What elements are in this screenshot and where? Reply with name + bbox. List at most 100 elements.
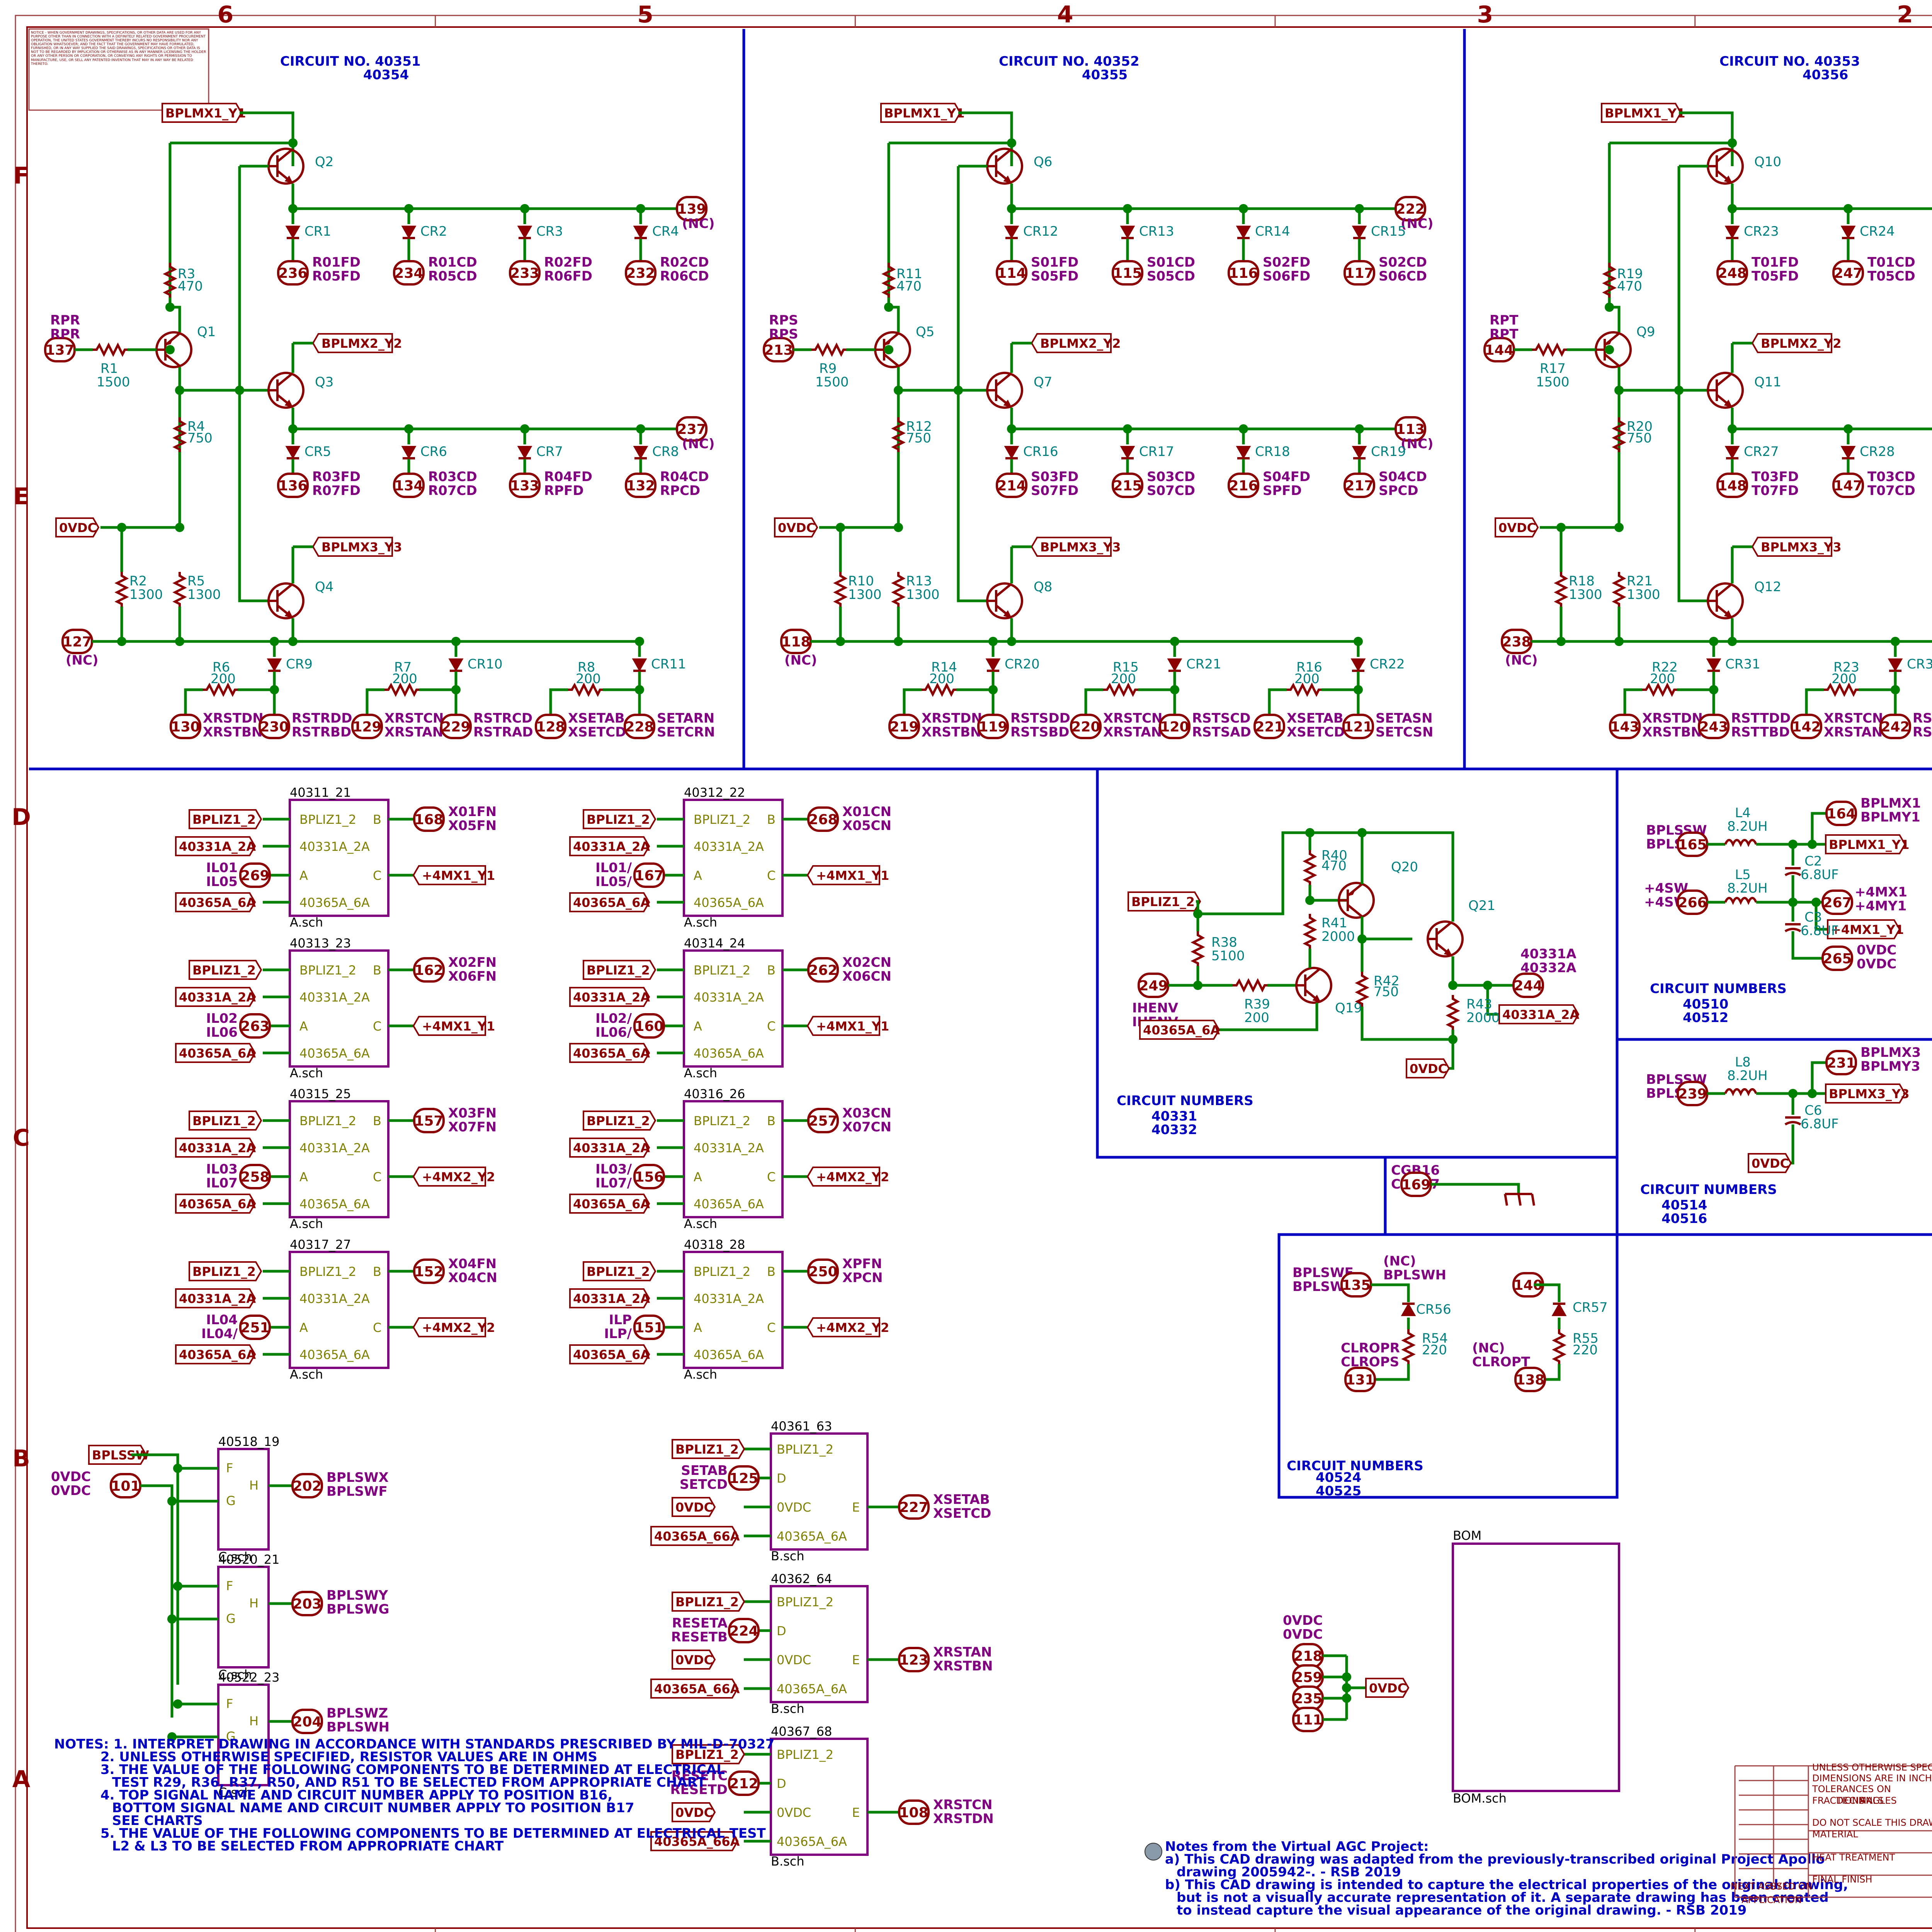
connector-pin[interactable]: 117 <box>1344 260 1375 286</box>
connector-pin[interactable]: 144 <box>1483 337 1515 362</box>
connector-pin[interactable]: 268 <box>807 806 839 832</box>
connector-pin[interactable]: 229 <box>440 714 472 739</box>
hierarchical-sheet[interactable]: 40362_64B.schBPLIZ1_2D0VDC40365A_6AE224R… <box>671 1571 993 1716</box>
connector-pin[interactable]: 243 <box>1698 714 1730 739</box>
connector-pin[interactable]: 142 <box>1791 714 1822 739</box>
connector-pin[interactable]: 216 <box>1228 473 1259 498</box>
connector-pin[interactable]: 230 <box>259 714 290 739</box>
connector-pin[interactable]: 218 <box>1292 1643 1324 1668</box>
connector-pin[interactable]: 147 <box>1832 473 1864 498</box>
connector-pin[interactable]: 250 <box>807 1259 839 1284</box>
connector-pin[interactable]: 239 <box>1677 1081 1708 1106</box>
connector-pin[interactable]: 123 <box>898 1647 930 1672</box>
connector-pin[interactable]: 237 <box>676 416 707 442</box>
hierarchical-sheet[interactable]: 40317_27A.schBPLIZ1_240331A_2A40365A_6AB… <box>175 1237 497 1382</box>
connector-pin[interactable]: 134 <box>393 473 425 498</box>
connector-pin[interactable]: 220 <box>1070 714 1102 739</box>
connector-pin[interactable]: 118 <box>780 629 812 654</box>
connector-pin[interactable]: 130 <box>170 714 201 739</box>
connector-pin[interactable]: 156 <box>633 1164 665 1189</box>
connector-pin[interactable]: 222 <box>1395 196 1426 221</box>
hierarchical-sheet[interactable]: 40311_21A.schBPLIZ1_240331A_2A40365A_6AB… <box>175 785 497 930</box>
connector-pin[interactable]: 129 <box>351 714 383 739</box>
connector-pin[interactable]: 125 <box>728 1465 760 1491</box>
connector-pin[interactable]: 169 <box>1400 1172 1432 1197</box>
connector-pin[interactable]: 114 <box>996 260 1027 286</box>
connector-pin[interactable]: 120 <box>1159 714 1190 739</box>
connector-pin[interactable]: 235 <box>1292 1685 1324 1711</box>
connector-pin[interactable]: 212 <box>728 1770 760 1796</box>
connector-pin[interactable]: 233 <box>509 260 541 286</box>
connector-pin[interactable]: 132 <box>625 473 656 498</box>
connector-pin[interactable]: 242 <box>1879 714 1911 739</box>
connector-pin[interactable]: 131 <box>1344 1367 1376 1392</box>
connector-pin[interactable]: 202 <box>291 1473 323 1498</box>
connector-pin[interactable]: 108 <box>898 1799 930 1825</box>
connector-pin[interactable]: 135 <box>1340 1272 1372 1298</box>
connector-pin[interactable]: 227 <box>898 1494 930 1520</box>
connector-pin[interactable]: 113 <box>1395 416 1426 442</box>
connector-pin[interactable]: 215 <box>1112 473 1143 498</box>
connector-pin[interactable]: 140 <box>1512 1272 1544 1298</box>
hierarchical-sheet[interactable]: 40318_28A.schBPLIZ1_240331A_2A40365A_6AB… <box>569 1237 889 1382</box>
connector-pin[interactable]: 157 <box>413 1108 445 1133</box>
connector-pin[interactable]: 111 <box>1292 1707 1324 1732</box>
connector-pin[interactable]: 152 <box>413 1259 445 1284</box>
connector-pin[interactable]: 101 <box>110 1473 141 1498</box>
hierarchical-sheet[interactable]: 40312_22A.schBPLIZ1_240331A_2A40365A_6AB… <box>569 785 891 930</box>
connector-pin[interactable]: 257 <box>807 1108 839 1133</box>
connector-pin[interactable]: 127 <box>61 629 93 654</box>
connector-pin[interactable]: 164 <box>1825 801 1857 826</box>
connector-pin[interactable]: 258 <box>239 1164 271 1189</box>
connector-pin[interactable]: 266 <box>1677 889 1708 915</box>
connector-pin[interactable]: 168 <box>413 806 445 832</box>
connector-pin[interactable]: 143 <box>1609 714 1641 739</box>
connector-pin[interactable]: 217 <box>1344 473 1375 498</box>
connector-pin[interactable]: 228 <box>624 714 655 739</box>
connector-pin[interactable]: 259 <box>1292 1664 1324 1690</box>
connector-pin[interactable]: 262 <box>807 957 839 983</box>
hierarchical-sheet[interactable]: 40314_24A.schBPLIZ1_240331A_2A40365A_6AB… <box>569 936 891 1080</box>
connector-pin[interactable]: 265 <box>1821 946 1853 971</box>
connector-pin[interactable]: 121 <box>1342 714 1374 739</box>
connector-pin[interactable]: 249 <box>1138 973 1169 998</box>
connector-pin[interactable]: 116 <box>1228 260 1259 286</box>
connector-pin[interactable]: 221 <box>1253 714 1285 739</box>
connector-pin[interactable]: 251 <box>239 1315 271 1340</box>
connector-pin[interactable]: 247 <box>1832 260 1864 286</box>
connector-pin[interactable]: 133 <box>509 473 541 498</box>
connector-pin[interactable]: 167 <box>633 862 665 888</box>
hierarchical-sheet[interactable]: 40315_25A.schBPLIZ1_240331A_2A40365A_6AB… <box>175 1087 497 1231</box>
connector-pin[interactable]: 224 <box>728 1618 760 1643</box>
connector-pin[interactable]: 234 <box>393 260 425 286</box>
connector-pin[interactable]: 162 <box>413 957 445 983</box>
connector-pin[interactable]: 165 <box>1677 832 1708 857</box>
connector-pin[interactable]: 248 <box>1716 260 1748 286</box>
connector-pin[interactable]: 138 <box>1514 1367 1546 1392</box>
connector-pin[interactable]: 236 <box>277 260 309 286</box>
connector-pin[interactable]: 128 <box>535 714 566 739</box>
connector-pin[interactable]: 203 <box>291 1591 323 1616</box>
connector-pin[interactable]: 238 <box>1501 629 1532 654</box>
connector-pin[interactable]: 232 <box>625 260 656 286</box>
connector-pin[interactable]: 139 <box>676 196 707 221</box>
hierarchical-sheet[interactable]: 40367_68B.schBPLIZ1_2D0VDC40365A_6AE212R… <box>670 1724 993 1869</box>
connector-pin[interactable]: 244 <box>1512 973 1544 998</box>
connector-pin[interactable]: 136 <box>277 473 309 498</box>
connector-pin[interactable]: 263 <box>239 1013 271 1039</box>
connector-pin[interactable]: 148 <box>1716 473 1748 498</box>
connector-pin[interactable]: 231 <box>1825 1050 1857 1075</box>
connector-pin[interactable]: 267 <box>1821 889 1853 915</box>
connector-pin[interactable]: 219 <box>888 714 920 739</box>
connector-pin[interactable]: 269 <box>239 862 271 888</box>
connector-pin[interactable]: 115 <box>1112 260 1143 286</box>
connector-pin[interactable]: 151 <box>633 1315 665 1340</box>
connector-pin[interactable]: 204 <box>291 1709 323 1734</box>
hierarchical-sheet[interactable]: 40361_63B.schBPLIZ1_2D0VDC40365A_6AE125S… <box>680 1419 991 1563</box>
hierarchical-sheet[interactable]: 40316_26A.schBPLIZ1_240331A_2A40365A_6AB… <box>569 1087 891 1231</box>
connector-pin[interactable]: 214 <box>996 473 1027 498</box>
